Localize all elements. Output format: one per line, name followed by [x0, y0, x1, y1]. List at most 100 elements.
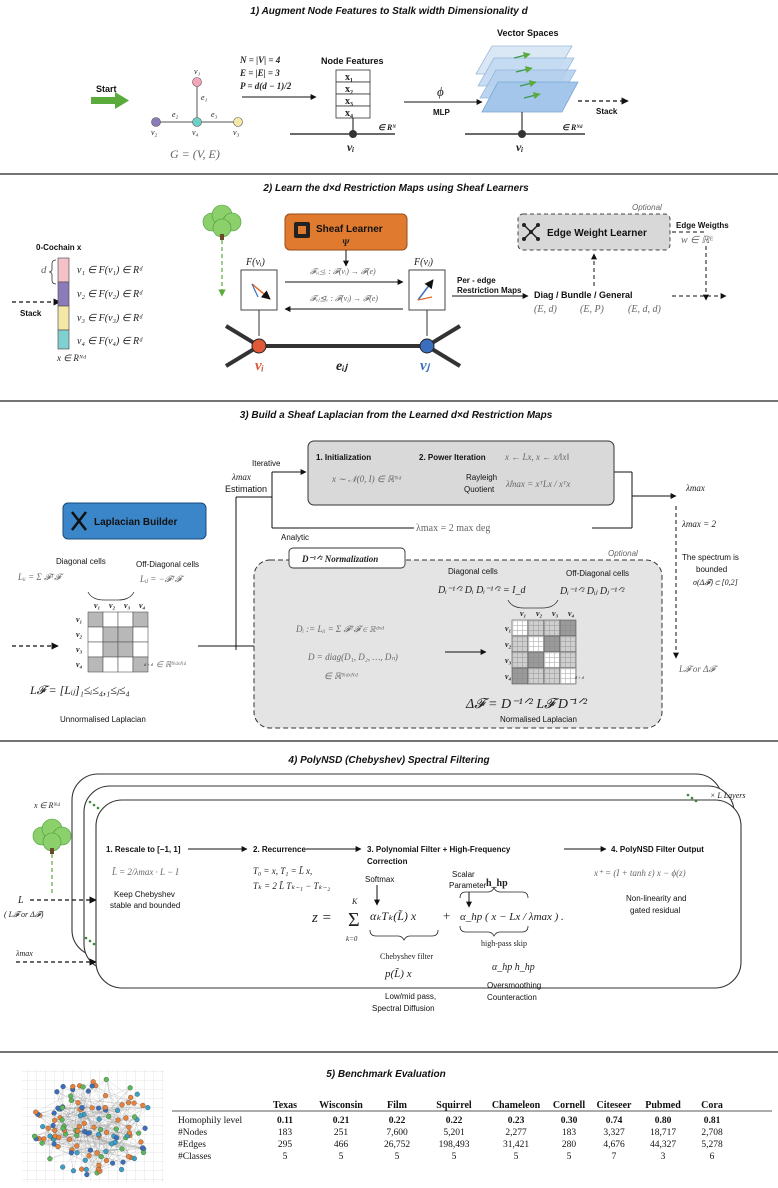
feature-x2: x₂: [345, 84, 353, 95]
network-edge: [91, 1095, 106, 1108]
network-node: [103, 1076, 109, 1083]
network-edge: [93, 1127, 114, 1137]
stack-label-1: Stack: [596, 107, 618, 116]
network-edge: [98, 1097, 131, 1120]
normalised-label: Normalised Laplacian: [500, 715, 577, 724]
matrix-cell: [543, 667, 561, 685]
network-edge: [42, 1126, 80, 1144]
table-cell: 295: [278, 1140, 293, 1150]
network-edge: [89, 1132, 123, 1150]
network-edge: [62, 1086, 64, 1108]
node-label-v4: v₄: [192, 128, 199, 137]
network-node: [98, 1154, 104, 1160]
sheaf-learner-box[interactable]: Sheaf Learner Ψ: [284, 213, 408, 267]
table-cell: 0.23: [508, 1116, 525, 1126]
norm-row-v4: v₄: [505, 672, 512, 681]
normalised-matrix: [511, 619, 577, 685]
rnd-label: ∈ Rᴺᵈ: [562, 123, 583, 132]
rayleigh-label-2: Quotient: [464, 485, 495, 494]
softmax-label: Softmax: [365, 875, 394, 884]
d-label: d: [41, 264, 47, 276]
map-types-label: Diag / Bundle / General: [534, 290, 633, 300]
step3-title-1: 3. Polynomial Filter + High-Frequency: [367, 845, 511, 854]
phi-label: ϕ: [437, 84, 444, 99]
laplacian-output-label: L𝓕 or Δ𝓕: [678, 664, 718, 674]
network-node: [77, 1113, 84, 1119]
feature-x4: x₄: [345, 108, 353, 119]
matrix-subcell: [538, 630, 544, 636]
network-edge: [92, 1085, 131, 1158]
overs-label-1: Oversmoothing: [487, 981, 541, 990]
table-cell: 0.74: [606, 1116, 623, 1126]
stack-label-2: Stack: [20, 309, 42, 318]
start-label: Start: [96, 84, 117, 94]
edge-weight-learner-box[interactable]: Edge Weight Learner: [517, 213, 671, 251]
network-node: [59, 1105, 65, 1111]
section-1: 1) Augment Node Features to Stalk width …: [91, 6, 629, 161]
lambda-est-label-1: λmax: [231, 472, 251, 482]
network-node: [140, 1102, 146, 1108]
network-edge: [48, 1128, 51, 1159]
table-cell: 183: [562, 1128, 577, 1138]
network-node: [136, 1130, 142, 1136]
matrix-cell: [527, 635, 545, 653]
table-cell: 0.22: [446, 1116, 463, 1126]
laplacian-builder-box[interactable]: Laplacian Builder: [62, 502, 207, 540]
delta-eq: Δ𝓕 = D⁻¹ᐟ² L𝓕 D⁻¹ᐟ²: [465, 697, 588, 712]
network-node: [33, 1109, 39, 1115]
lambda-in-label: λmax: [15, 949, 33, 958]
network-edge: [86, 1119, 119, 1175]
network-edge: [71, 1091, 89, 1153]
cochain-vector: [57, 257, 70, 350]
network-node: [67, 1136, 73, 1142]
eq-n: N = |V| = 4: [239, 55, 281, 65]
node-label-v3: v₃: [233, 128, 240, 137]
network-thumbnail: [22, 1070, 164, 1182]
network-node: [74, 1150, 80, 1156]
mlp-label: MLP: [433, 108, 451, 117]
feature-x3: x₃: [345, 96, 353, 107]
matrix-cell: [117, 626, 134, 643]
optional-label-1: Optional: [632, 203, 662, 212]
matrix-subcell: [538, 662, 544, 668]
per-edge-label-1: Per - edge: [457, 276, 496, 285]
network-edge: [106, 1079, 142, 1143]
network-node: [68, 1097, 74, 1103]
map-dim-bundle: (E, P): [580, 304, 605, 315]
sheaf-learner-label: Sheaf Learner: [316, 224, 383, 235]
network-edge: [34, 1136, 99, 1169]
network-node: [109, 1141, 115, 1147]
network-node: [103, 1158, 109, 1164]
ahhp-label: α_hp h_hp: [492, 962, 535, 973]
network-node: [96, 1105, 102, 1111]
table-header-cell: Wisconsin: [319, 1100, 363, 1111]
fvi-label: F(vᵢ): [245, 257, 265, 268]
network-node: [134, 1091, 140, 1097]
lambda-estimation-box: 1. Initialization x ∼ 𝒩(0, I) ∈ ℝᴺᵈ 2. P…: [307, 440, 615, 506]
table-cell: 0.81: [704, 1116, 721, 1126]
table-cell: 26,752: [384, 1140, 410, 1150]
network-edge: [79, 1085, 98, 1154]
network-node: [82, 1157, 88, 1163]
network-edge: [115, 1142, 122, 1170]
network-node: [110, 1160, 116, 1166]
map-dim-general: (E, d, d): [628, 304, 661, 315]
matrix-cell: [132, 611, 149, 628]
network-edge: [98, 1079, 107, 1135]
rn-axis: ∈ Rᴺ vᵢ: [290, 118, 396, 154]
matrix-cell: [102, 641, 119, 658]
network-node: [52, 1127, 58, 1133]
network-edge: [82, 1107, 130, 1128]
matrix-cell: [102, 626, 119, 643]
overs-label-2: Counteraction: [487, 993, 537, 1002]
network-node: [114, 1135, 120, 1141]
init-eq: x ∼ 𝒩(0, I) ∈ ℝᴺᵈ: [331, 474, 402, 484]
network-node: [138, 1139, 144, 1145]
network-edge: [62, 1106, 144, 1150]
table-cell: 5,278: [701, 1140, 723, 1150]
network-node: [89, 1083, 95, 1089]
network-node: [51, 1110, 57, 1116]
diag-cells-label: Diagonal cells: [56, 557, 106, 566]
stalk-box-vj: [408, 269, 446, 336]
table-cell: 198,493: [439, 1140, 470, 1150]
